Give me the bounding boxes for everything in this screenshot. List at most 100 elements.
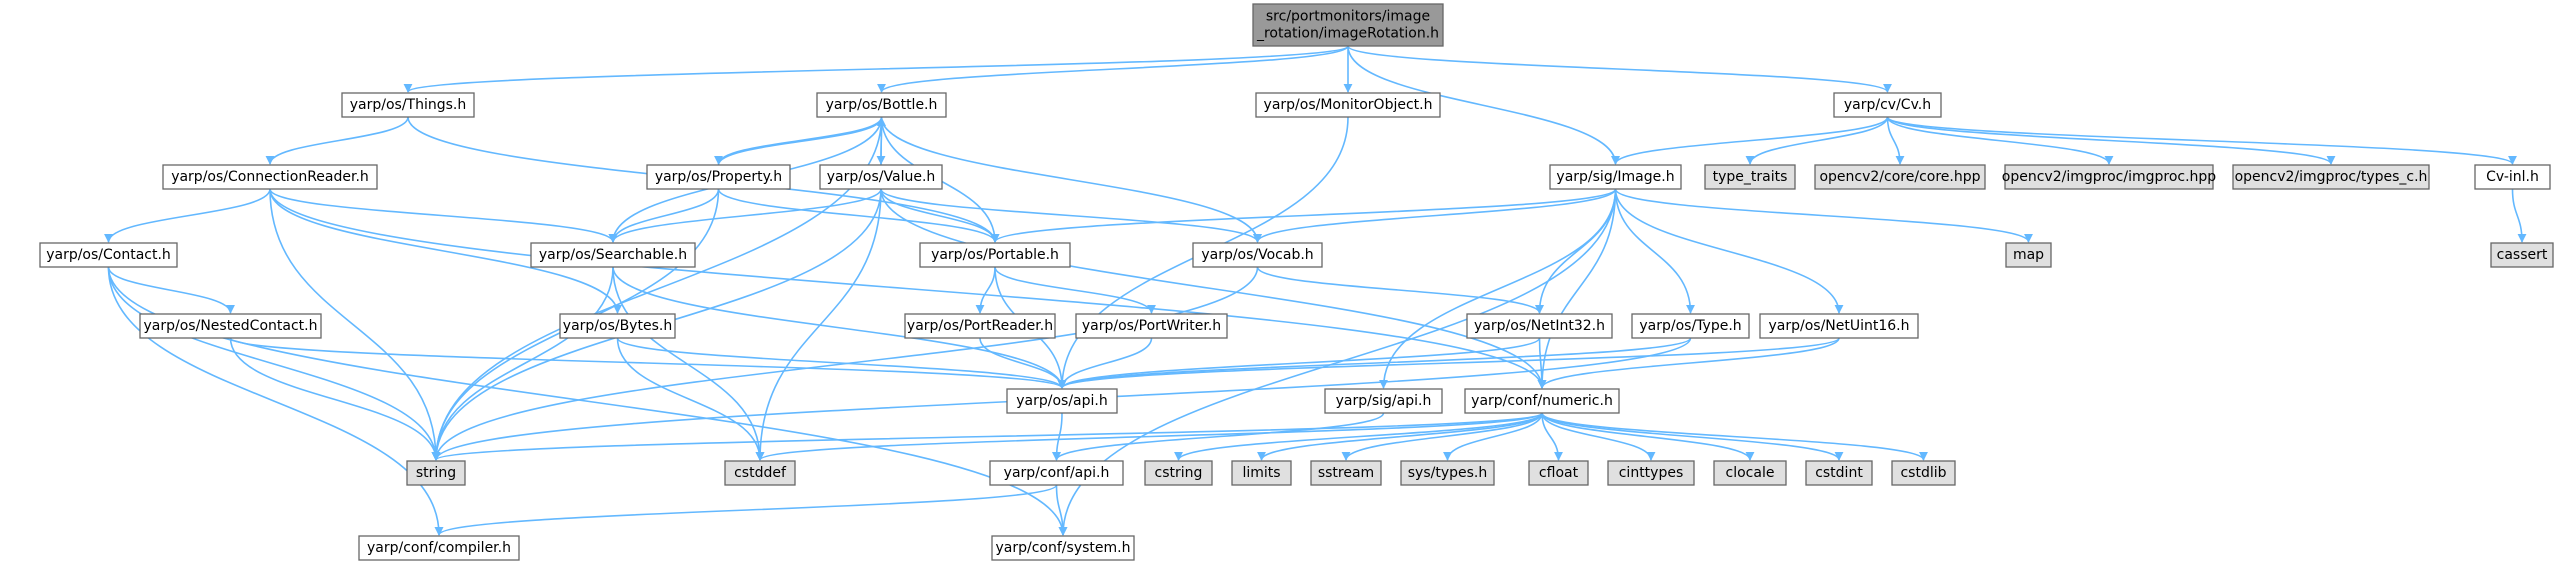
node-label-bytes: yarp/os/Bytes.h (563, 318, 672, 334)
edge-sigapi-to-confapi (1052, 412, 1385, 461)
node-box-value (819, 164, 943, 190)
node-label-portable: yarp/os/Portable.h (931, 247, 1059, 263)
node-cassert: cassert (2490, 242, 2554, 268)
node-label-cstddef: cstddef (734, 465, 787, 481)
node-cfloat: cfloat (1528, 460, 1589, 486)
edge-searchable-to-string (431, 266, 614, 461)
node-label-string: string (416, 465, 456, 481)
node-box-cinttypes (1607, 460, 1695, 486)
node-label-imgprochpp: opencv2/imgproc/imgproc.hpp (2002, 169, 2216, 185)
node-confapi[interactable]: yarp/conf/api.h (989, 460, 1124, 486)
edge-nestedcontact-to-string (229, 337, 441, 461)
node-cstring: cstring (1144, 460, 1213, 486)
node-label-netuint16: yarp/os/NetUint16.h (1768, 318, 1909, 334)
node-label-things: yarp/os/Things.h (350, 97, 467, 113)
node-value[interactable]: yarp/os/Value.h (819, 164, 943, 190)
node-cv[interactable]: yarp/cv/Cv.h (1833, 92, 1942, 118)
node-typesc: opencv2/imgproc/types_c.h (2232, 164, 2430, 190)
node-connreader[interactable]: yarp/os/ConnectionReader.h (162, 164, 378, 190)
node-netint32[interactable]: yarp/os/NetInt32.h (1466, 313, 1613, 339)
edge-bytes-to-osapi (616, 337, 1067, 389)
node-box-cfloat (1528, 460, 1589, 486)
node-nestedcontact[interactable]: yarp/os/NestedContact.h (139, 313, 322, 339)
edge-image-to-map (1614, 188, 2033, 243)
node-label-nestedcontact: yarp/os/NestedContact.h (144, 318, 318, 334)
node-vocab[interactable]: yarp/os/Vocab.h (1192, 242, 1323, 268)
edge-searchable-to-cstddef (612, 266, 765, 461)
node-label-value: yarp/os/Value.h (827, 169, 936, 185)
edge-connreader-to-bytes (269, 188, 622, 314)
node-box-portreader (904, 313, 1056, 339)
edge-numeric-to-cfloat (1541, 412, 1563, 461)
edge-image-to-portable (990, 188, 1617, 243)
edge-connreader-to-numeric (269, 188, 1547, 389)
node-label-systypes: sys/types.h (1408, 465, 1487, 481)
node-type[interactable]: yarp/os/Type.h (1631, 313, 1750, 339)
node-cvinl[interactable]: Cv-inl.h (2474, 164, 2551, 190)
node-box-cv (1833, 92, 1942, 118)
node-label-osapi: yarp/os/api.h (1016, 393, 1107, 409)
edge-bottle-to-vocab (880, 116, 1262, 243)
node-box-map (2005, 242, 2052, 268)
node-osapi[interactable]: yarp/os/api.h (1006, 388, 1118, 414)
node-box-limits (1231, 460, 1292, 486)
node-label-portreader: yarp/os/PortReader.h (907, 318, 1053, 334)
edge-image-to-sigapi (1379, 188, 1617, 389)
node-contact[interactable]: yarp/os/Contact.h (39, 242, 178, 268)
edge-image-to-netint32 (1535, 188, 1617, 314)
node-box-root (1252, 3, 1444, 47)
node-label-sigapi: yarp/sig/api.h (1336, 393, 1432, 409)
edge-contact-to-string (107, 266, 441, 461)
node-box-portwriter (1075, 313, 1228, 339)
node-property[interactable]: yarp/os/Property.h (646, 164, 791, 190)
node-label-bottle: yarp/os/Bottle.h (826, 97, 938, 113)
edge-things-to-connreader (265, 116, 409, 165)
node-label-cstdlib: cstdlib (1900, 465, 1946, 481)
node-image[interactable]: yarp/sig/Image.h (1549, 164, 1682, 190)
node-cstdint: cstdint (1805, 460, 1873, 486)
node-system[interactable]: yarp/conf/system.h (991, 535, 1135, 561)
node-box-searchable (530, 242, 696, 268)
header-nodes: src/portmonitors/image_rotation/imageRot… (39, 3, 2554, 561)
node-box-bytes (559, 313, 676, 339)
node-clocale: clocale (1713, 460, 1787, 486)
node-box-typesc (2232, 164, 2430, 190)
edge-portwriter-to-osapi (1057, 337, 1153, 389)
node-numeric[interactable]: yarp/conf/numeric.h (1464, 388, 1620, 414)
node-label-property: yarp/os/Property.h (655, 169, 782, 185)
edge-netuint16-to-osapi (1057, 337, 1840, 389)
node-cinttypes: cinttypes (1607, 460, 1695, 486)
edge-type-to-osapi (1057, 337, 1692, 389)
node-label-typesc: opencv2/imgproc/types_c.h (2235, 169, 2428, 185)
node-compiler[interactable]: yarp/conf/compiler.h (358, 535, 520, 561)
edge-image-to-type (1614, 188, 1695, 314)
node-root[interactable]: src/portmonitors/image_rotation/imageRot… (1252, 3, 1444, 47)
node-portreader[interactable]: yarp/os/PortReader.h (904, 313, 1056, 339)
node-box-osapi (1006, 388, 1118, 414)
node-things[interactable]: yarp/os/Things.h (341, 92, 475, 118)
node-searchable[interactable]: yarp/os/Searchable.h (530, 242, 696, 268)
node-box-netuint16 (1759, 313, 1919, 339)
node-portable[interactable]: yarp/os/Portable.h (919, 242, 1071, 268)
node-label-limits: limits (1242, 465, 1280, 481)
node-box-sstream (1310, 460, 1382, 486)
node-sigapi[interactable]: yarp/sig/api.h (1324, 388, 1443, 414)
node-bottle[interactable]: yarp/os/Bottle.h (816, 92, 947, 118)
edge-confapi-to-system (1055, 484, 1068, 536)
node-label-map: map (2013, 247, 2044, 263)
node-box-image (1549, 164, 1682, 190)
edge-cvinl-to-cassert (2511, 188, 2527, 243)
node-limits: limits (1231, 460, 1292, 486)
edge-netint32-to-osapi (1057, 337, 1541, 389)
node-bytes[interactable]: yarp/os/Bytes.h (559, 313, 676, 339)
node-box-confapi (989, 460, 1124, 486)
edge-root-to-cv (1347, 45, 1892, 93)
node-monitorobject[interactable]: yarp/os/MonitorObject.h (1255, 92, 1441, 118)
node-netuint16[interactable]: yarp/os/NetUint16.h (1759, 313, 1919, 339)
node-label-cassert: cassert (2497, 247, 2548, 263)
edge-image-to-numeric (1537, 188, 1617, 389)
node-label-contact: yarp/os/Contact.h (46, 247, 171, 263)
node-box-string (406, 460, 466, 486)
node-box-vocab (1192, 242, 1323, 268)
node-portwriter[interactable]: yarp/os/PortWriter.h (1075, 313, 1228, 339)
